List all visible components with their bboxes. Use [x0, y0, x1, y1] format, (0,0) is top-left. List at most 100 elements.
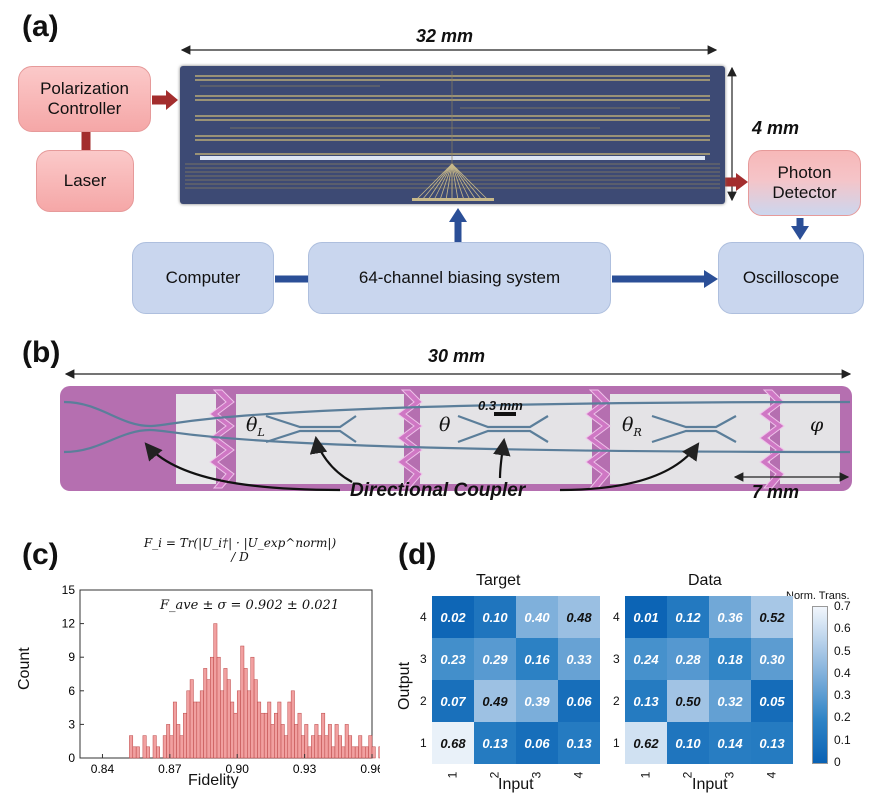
histogram-bar: [260, 712, 265, 759]
data-cell: 0.30: [751, 638, 793, 680]
biasing-system-label: 64-channel biasing system: [358, 268, 561, 287]
histogram-bar: [183, 712, 187, 759]
target-cell: 0.29: [474, 638, 516, 680]
polarization-controller-box: Polarization Controller: [18, 66, 151, 132]
histogram-bar: [216, 656, 221, 759]
y-tick-label: 12: [62, 617, 76, 631]
data-cell: 0.13: [625, 680, 667, 722]
y-tick-label: 15: [62, 583, 76, 597]
histogram-bar: [233, 712, 238, 759]
histogram-bar: [368, 735, 373, 759]
histogram-bar: [371, 746, 376, 759]
data-cell: 0.05: [751, 680, 793, 722]
data-cell: 0.62: [625, 722, 667, 764]
panel-label-b: (b): [22, 336, 61, 369]
theta-r-sub: R: [633, 425, 642, 439]
y-tick-label: 9: [68, 650, 75, 664]
histogram-bar: [344, 724, 349, 759]
chip-width-label: 32 mm: [416, 26, 474, 46]
target-title: Target: [476, 572, 521, 589]
x-tick-label: 0.87: [158, 762, 182, 776]
photon-detector-label: Photon Detector: [772, 163, 837, 202]
histogram-bar: [304, 724, 309, 759]
histogram-bar: [338, 735, 342, 759]
histogram-bar: [297, 712, 302, 759]
target-x-tick: 1: [445, 771, 460, 779]
data-y-tick: 1: [613, 736, 620, 750]
histogram-bar: [270, 724, 275, 759]
data-cell: 0.24: [625, 638, 667, 680]
histogram-bar: [172, 701, 177, 759]
laser-label: Laser: [63, 171, 107, 190]
fidelity-annotation: F_ave ± σ = 0.902 ± 0.021: [160, 598, 340, 613]
histogram-bar: [230, 701, 235, 759]
histogram-bar: [354, 746, 359, 759]
target-xlabel: Input: [498, 776, 534, 793]
histogram-bar: [129, 735, 134, 759]
colorbar-tick: 0.2: [834, 710, 851, 725]
scale-7mm-label: 7 mm: [752, 482, 800, 502]
data-cell: 0.13: [751, 722, 793, 764]
photon-detector-box: Photon Detector: [748, 150, 861, 216]
histogram-bar: [193, 701, 198, 759]
histogram-bar: [156, 746, 160, 759]
histogram-bar: [284, 735, 289, 759]
histogram-bar: [189, 679, 194, 759]
histogram-bar: [176, 724, 181, 759]
y-tick-label: 0: [68, 751, 75, 765]
chip-photo: [180, 66, 725, 204]
polarization-controller-label: Polarization Controller: [40, 79, 129, 118]
data-cell: 0.50: [667, 680, 709, 722]
histogram-bar: [226, 679, 231, 759]
target-y-tick: 2: [420, 694, 427, 708]
target-cell: 0.07: [432, 680, 474, 722]
oscilloscope-label: Oscilloscope: [742, 268, 840, 287]
target-cell: 0.48: [558, 596, 600, 638]
target-x-tick: 4: [571, 771, 586, 779]
x-tick-label: 0.93: [293, 762, 317, 776]
histogram-bar: [236, 690, 241, 759]
theta-l-sub: L: [257, 425, 265, 439]
histogram-bar: [321, 712, 326, 759]
panel-label-a: (a): [22, 10, 59, 43]
histogram-bar: [300, 735, 305, 759]
histogram-bar: [365, 746, 369, 759]
histogram-bar: [243, 668, 248, 759]
histogram-bar: [274, 712, 278, 759]
histogram-bar: [287, 701, 292, 759]
data-cell: 0.28: [667, 638, 709, 680]
histogram-bar: [378, 746, 380, 759]
x-tick-label: 0.90: [226, 762, 250, 776]
panel-a-arrows: [81, 45, 809, 288]
colorbar-tick: 0.7: [834, 599, 851, 613]
data-cell: 0.10: [667, 722, 709, 764]
histogram-xlabel: Fidelity: [188, 772, 239, 789]
target-cell: 0.68: [432, 722, 474, 764]
y-tick-label: 3: [68, 717, 75, 731]
histogram-bar: [311, 735, 315, 759]
histogram-chart: 0.840.870.900.930.9603691215: [62, 583, 380, 776]
data-cell: 0.14: [709, 722, 751, 764]
histogram-bar: [267, 701, 272, 759]
target-cell: 0.13: [474, 722, 516, 764]
histogram-bar: [162, 735, 167, 759]
panel-b-diagram: [60, 369, 852, 492]
theta-l-symbol: θL: [246, 414, 265, 439]
histogram-bar: [213, 623, 218, 759]
histogram-bar: [257, 701, 262, 759]
histogram-bar: [247, 690, 251, 759]
computer-box: Computer: [132, 242, 274, 314]
histogram-bar: [280, 724, 285, 759]
theta-l-text: θ: [246, 414, 258, 436]
fidelity-formula: F_i = Tr(|U_i†| · |U_exp^norm|) / D: [140, 536, 340, 564]
histogram-bar: [307, 746, 312, 759]
data-y-tick: 4: [613, 610, 620, 624]
data-cell: 0.01: [625, 596, 667, 638]
data-cell: 0.12: [667, 596, 709, 638]
histogram-bar: [206, 679, 211, 759]
histogram-bar: [358, 735, 363, 759]
data-cell: 0.36: [709, 596, 751, 638]
data-y-tick: 2: [613, 694, 620, 708]
